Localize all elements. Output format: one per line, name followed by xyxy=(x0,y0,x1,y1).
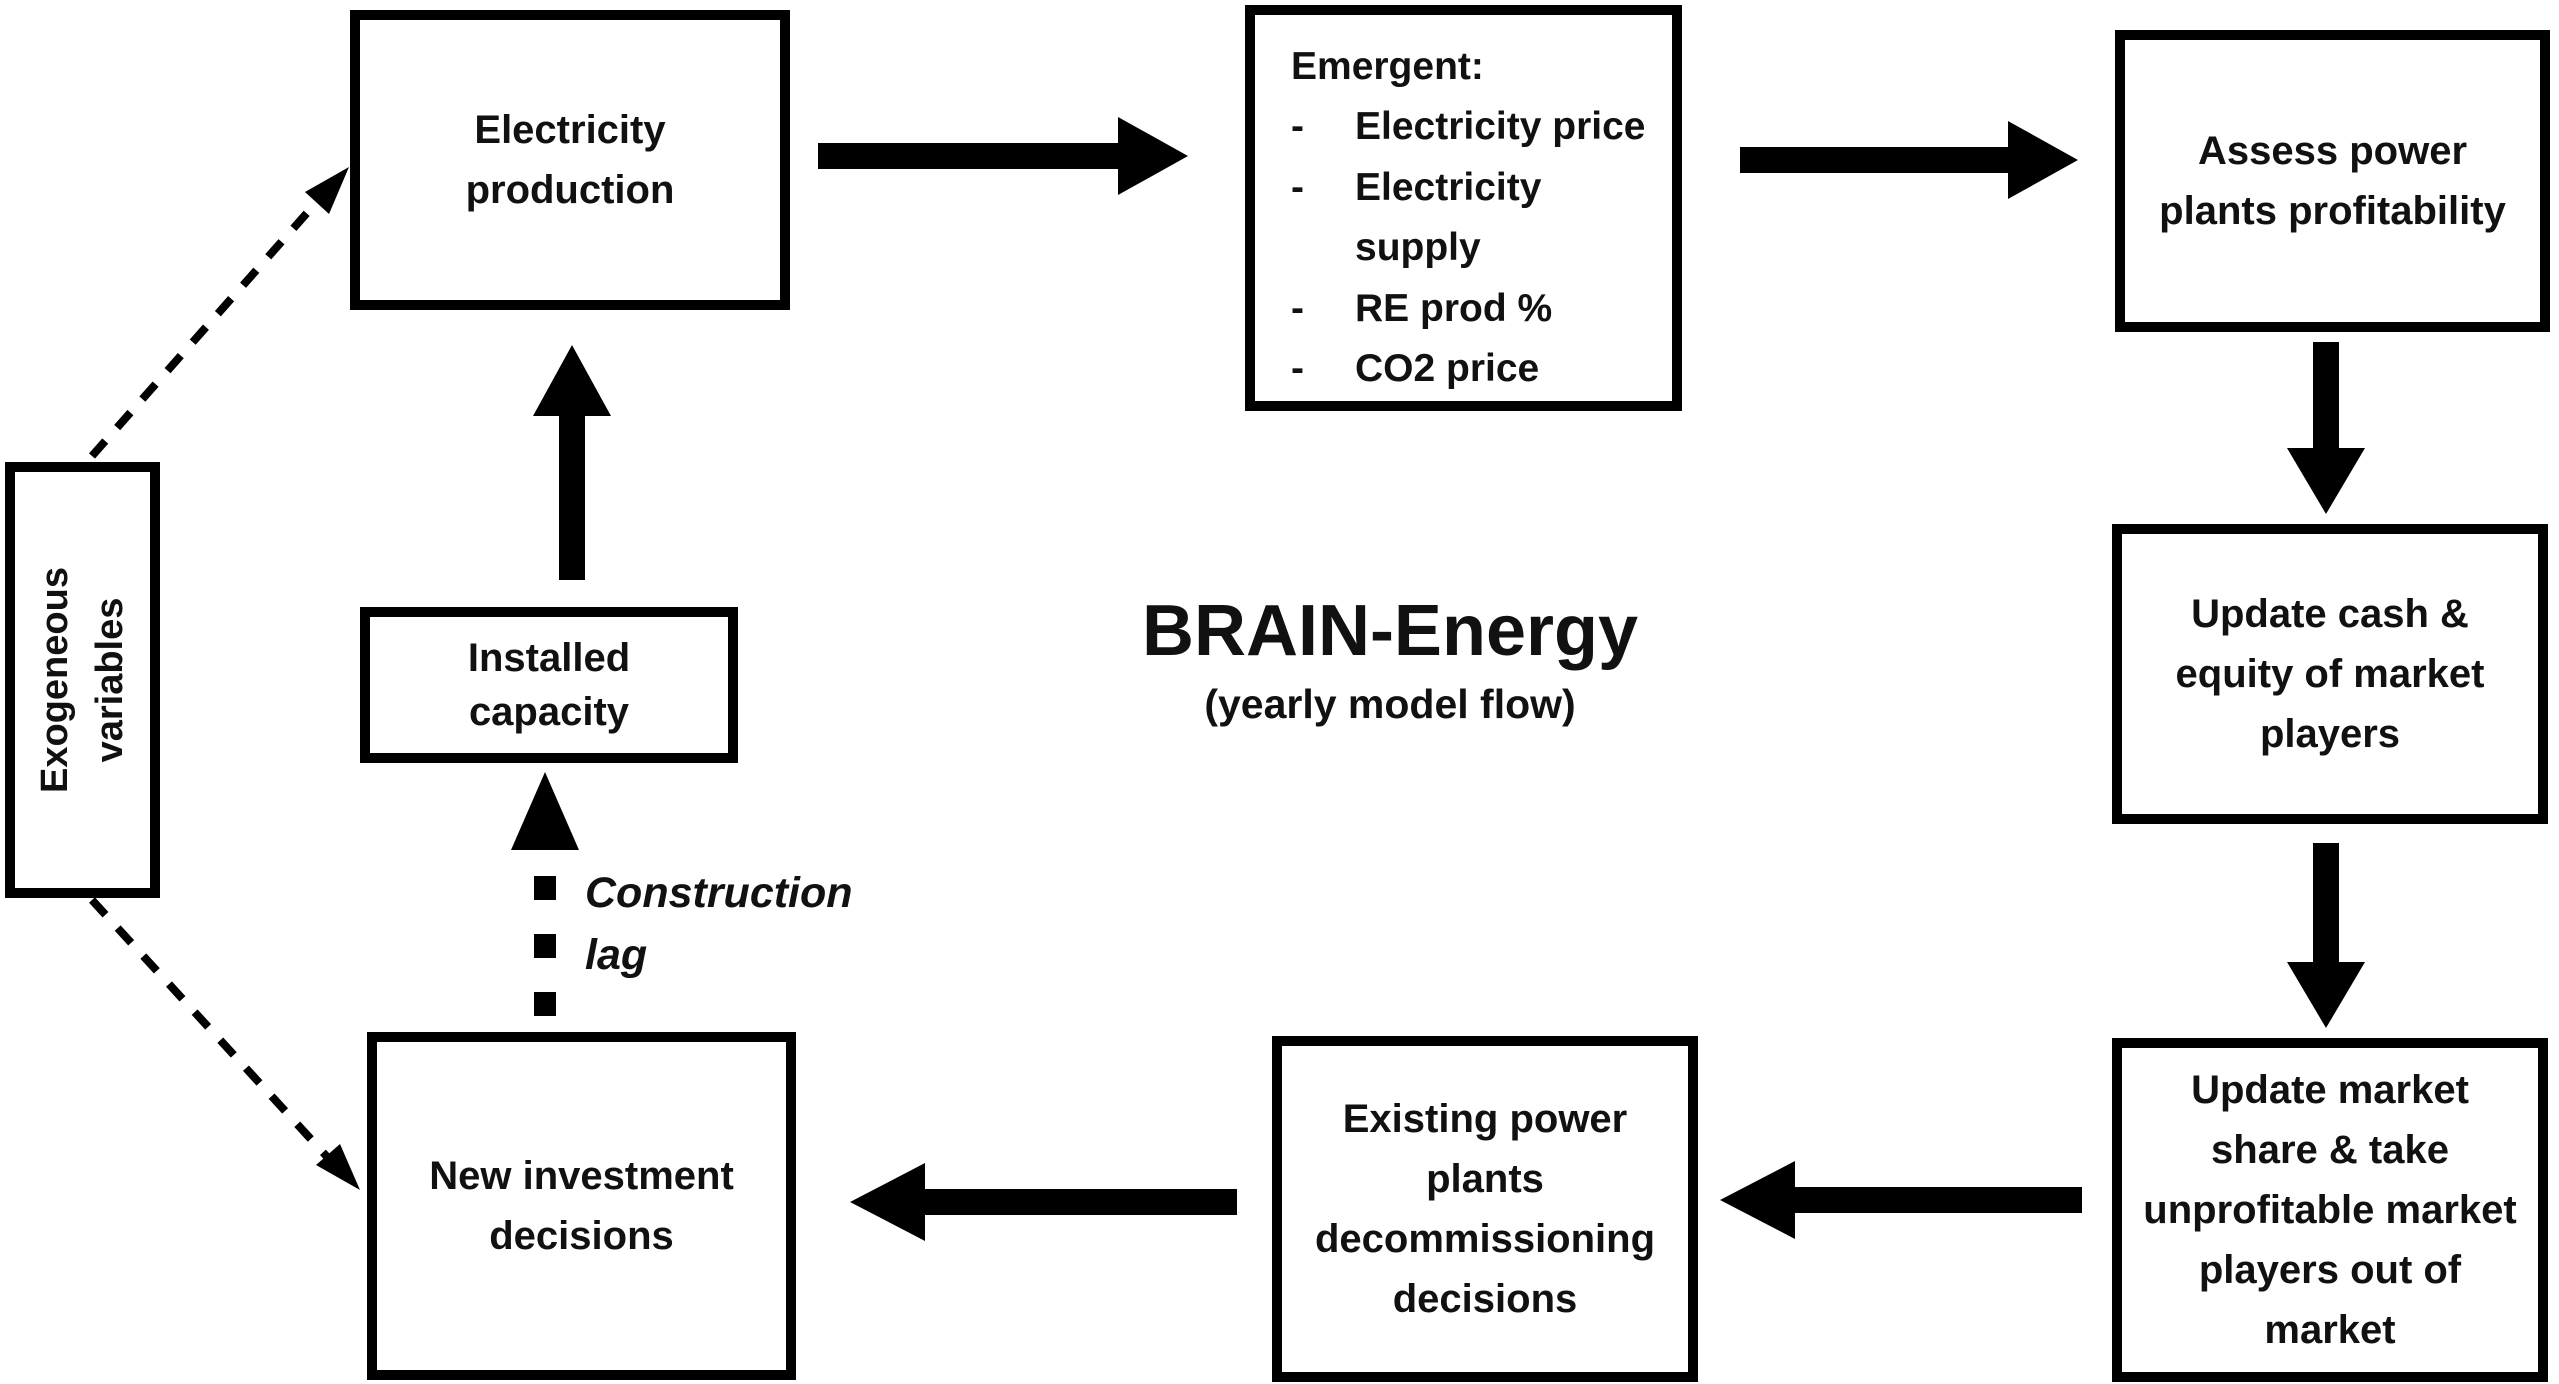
node-update-cash-equity: Update cash & equity of market players xyxy=(2112,524,2548,824)
node-decommissioning-decisions: Existing power plants decommissioning de… xyxy=(1272,1036,1698,1382)
node-new-investment-decisions: New investment decisions xyxy=(367,1032,796,1380)
node-electricity-production: Electricity production xyxy=(350,10,790,310)
emergent-item: - Electricity supply xyxy=(1291,158,1662,279)
bullet-dash: - xyxy=(1291,286,1304,330)
bullet-dash: - xyxy=(1291,165,1304,209)
node-label: Update cash & equity of market players xyxy=(2175,592,2485,756)
node-assess-profitability: Assess power plants profitability xyxy=(2115,30,2550,332)
arrow-new-investment-to-installed xyxy=(511,772,579,1016)
emergent-item-label: RE prod % xyxy=(1355,286,1553,330)
node-update-market-share: Update market share & take unprofitable … xyxy=(2112,1038,2548,1382)
node-emergent-outputs: Emergent: - Electricity price - Electric… xyxy=(1245,5,1682,411)
emergent-heading: Emergent: xyxy=(1291,45,1484,88)
emergent-item-label: Electricity price xyxy=(1355,105,1646,149)
arrow-exogeneous-to-production xyxy=(89,167,349,459)
construction-lag-label: Construction lag xyxy=(585,869,853,980)
node-label: Update market share & take unprofitable … xyxy=(2143,1068,2517,1352)
diagram-subtitle: (yearly model flow) xyxy=(1204,681,1576,728)
node-label: Installed capacity xyxy=(467,636,631,734)
node-label: Assess power plants profitability xyxy=(2159,129,2506,233)
node-label: New investment decisions xyxy=(429,1154,734,1258)
emergent-item: - CO2 price xyxy=(1291,339,1662,399)
emergent-item-label: Electricity supply xyxy=(1355,165,1542,270)
emergent-item: - RE prod % xyxy=(1291,279,1662,339)
node-installed-capacity: Installed capacity xyxy=(360,607,738,763)
arrow-production-to-emergent xyxy=(818,117,1188,195)
arrow-update-cash-to-update-market xyxy=(2287,843,2365,1028)
bullet-dash: - xyxy=(1291,347,1304,391)
diagram-title-block: BRAIN-Energy (yearly model flow) xyxy=(1080,591,1700,728)
arrow-decommissioning-to-new-investment xyxy=(850,1163,1237,1241)
node-label: Exogeneous variables xyxy=(33,567,131,793)
arrow-installed-to-production xyxy=(533,345,611,580)
node-label: Existing power plants decommissioning de… xyxy=(1314,1097,1656,1321)
diagram-title: BRAIN-Energy xyxy=(1141,591,1639,671)
bullet-dash: - xyxy=(1291,105,1304,149)
arrow-exogeneous-to-new-investment xyxy=(89,897,360,1190)
arrow-assess-to-update-cash xyxy=(2287,342,2365,514)
emergent-item-label: CO2 price xyxy=(1355,347,1540,391)
node-exogeneous-variables: Exogeneous variables xyxy=(5,462,160,898)
emergent-item: - Electricity price xyxy=(1291,97,1662,157)
arrow-emergent-to-assess xyxy=(1740,121,2078,199)
arrow-update-market-to-decommissioning xyxy=(1720,1161,2082,1239)
node-label: Electricity production xyxy=(465,108,675,212)
